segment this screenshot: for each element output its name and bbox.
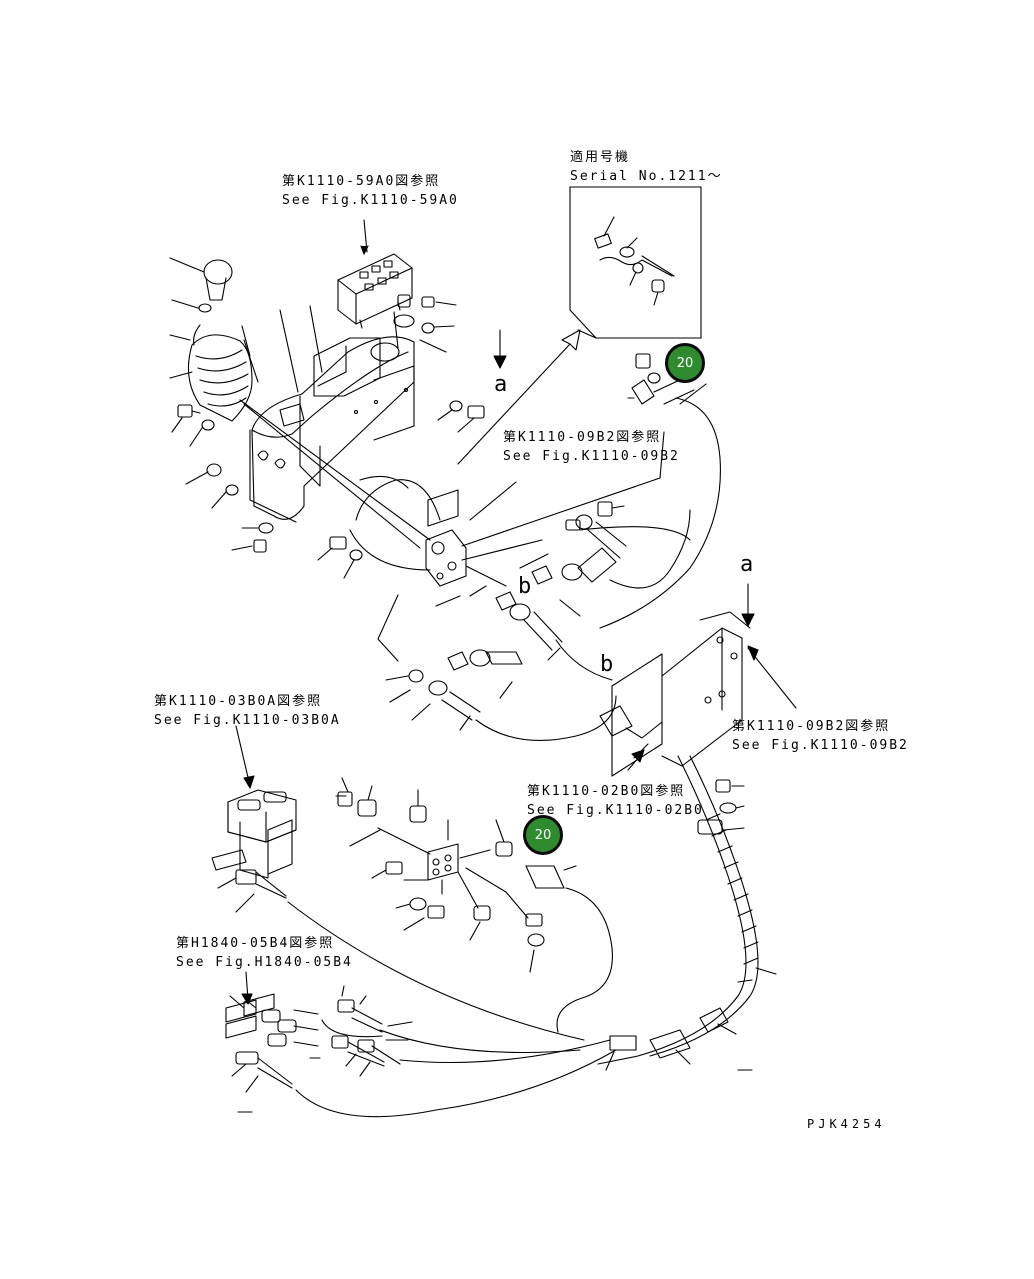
view-letter-a-right: a [740,552,754,577]
ref-label-09b2-top: 第K1110-09B2図参照 See Fig.K1110-09B2 [503,428,680,466]
bracket-ref-arrow [627,749,645,771]
serial-label-en: Serial No.1211～ [570,169,723,184]
solenoid-valve [211,725,297,913]
ref-label-h1840: 第H1840-05B4図参照 See Fig.H1840-05B4 [176,934,353,972]
hose-fittings-center [385,501,691,741]
valve-ref-arrow [241,971,253,1005]
ref-label-59a0: 第K1110-59A0図参照 See Fig.K1110-59A0 [282,172,459,210]
manifold-block [335,777,613,1033]
ref-label-02b0: 第K1110-02B0図参照 See Fig.K1110-02B0 [527,782,704,820]
console-fasteners [171,294,485,579]
view-letter-b-mid: b [518,574,532,599]
ref-label-h1840-jp: 第H1840-05B4図参照 [176,936,335,951]
upper-hose-run [599,353,721,629]
ref-label-02b0-en: See Fig.K1110-02B0 [527,803,704,818]
ref-label-09b2-right-jp: 第K1110-09B2図参照 [732,719,891,734]
ref-label-59a0-en: See Fig.K1110-59A0 [282,193,459,208]
view-letter-a-top: a [494,372,508,397]
view-letter-b-lower: b [600,652,614,677]
ref-label-09b2-right: 第K1110-09B2図参照 See Fig.K1110-09B2 [732,717,909,755]
ref-label-03b0a: 第K1110-03B0A図参照 See Fig.K1110-03B0A [154,692,341,730]
ref-label-02b0-jp: 第K1110-02B0図参照 [527,784,686,799]
inset-pointer-arrow [457,329,581,465]
drawing-code: PJK4254 [807,1117,886,1131]
serial-label-jp: 適用号機 [570,150,631,165]
ref-label-09b2-top-en: See Fig.K1110-09B2 [503,449,680,464]
ref-label-09b2-top-jp: 第K1110-09B2図参照 [503,430,662,445]
callout-badge-lower[interactable]: 20 [523,815,563,855]
callout-badge-upper[interactable]: 20 [665,343,705,383]
control-lever [169,257,253,422]
control-console [243,305,415,523]
ref-label-03b0a-en: See Fig.K1110-03B0A [154,713,341,728]
monitor-panel [337,219,413,329]
control-valve-stack [225,901,617,1118]
right-bracket [599,583,797,777]
ref-label-03b0a-jp: 第K1110-03B0A図参照 [154,694,323,709]
spiral-hose [597,755,777,1071]
serial-label: 適用号機 Serial No.1211～ [570,148,723,186]
arrow-a-down [493,329,507,369]
ref-label-59a0-jp: 第K1110-59A0図参照 [282,174,441,189]
ref-label-09b2-right-en: See Fig.K1110-09B2 [732,738,909,753]
pilot-valve-assembly [239,399,665,662]
ref-label-h1840-en: See Fig.H1840-05B4 [176,955,353,970]
serial-inset-box [569,186,702,339]
